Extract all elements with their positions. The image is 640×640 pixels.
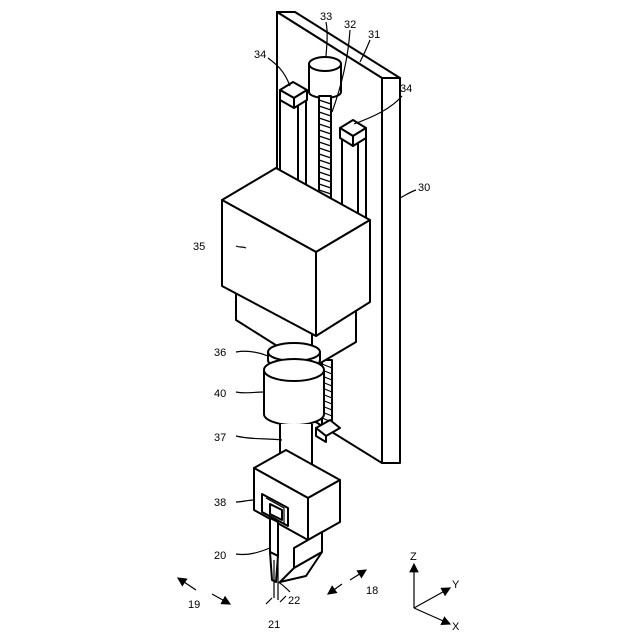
label-18: 18 [366,585,378,597]
direction-arrow-18 [328,570,366,594]
axis-label-x: X [452,621,460,633]
coordinate-axes [414,564,450,624]
label-20: 20 [214,550,226,562]
axis-label-y: Y [452,579,460,591]
holder [254,450,340,540]
ball-screw [319,96,331,206]
label-34-left: 34 [254,49,266,61]
label-32: 32 [344,19,356,31]
label-21: 21 [268,619,280,631]
label-38: 38 [214,497,226,509]
label-35: 35 [193,241,205,253]
cylinder-unit [264,359,324,425]
motor [309,57,341,98]
axis-label-z: Z [410,551,417,563]
label-30: 30 [418,182,430,194]
label-37: 37 [214,432,226,444]
label-33: 33 [320,11,332,23]
label-40: 40 [214,388,226,400]
label-36: 36 [214,347,226,359]
label-22: 22 [288,595,300,607]
label-31: 31 [368,29,380,41]
label-34-right: 34 [400,83,412,95]
direction-arrow-19 [178,578,230,604]
label-19: 19 [188,599,200,611]
